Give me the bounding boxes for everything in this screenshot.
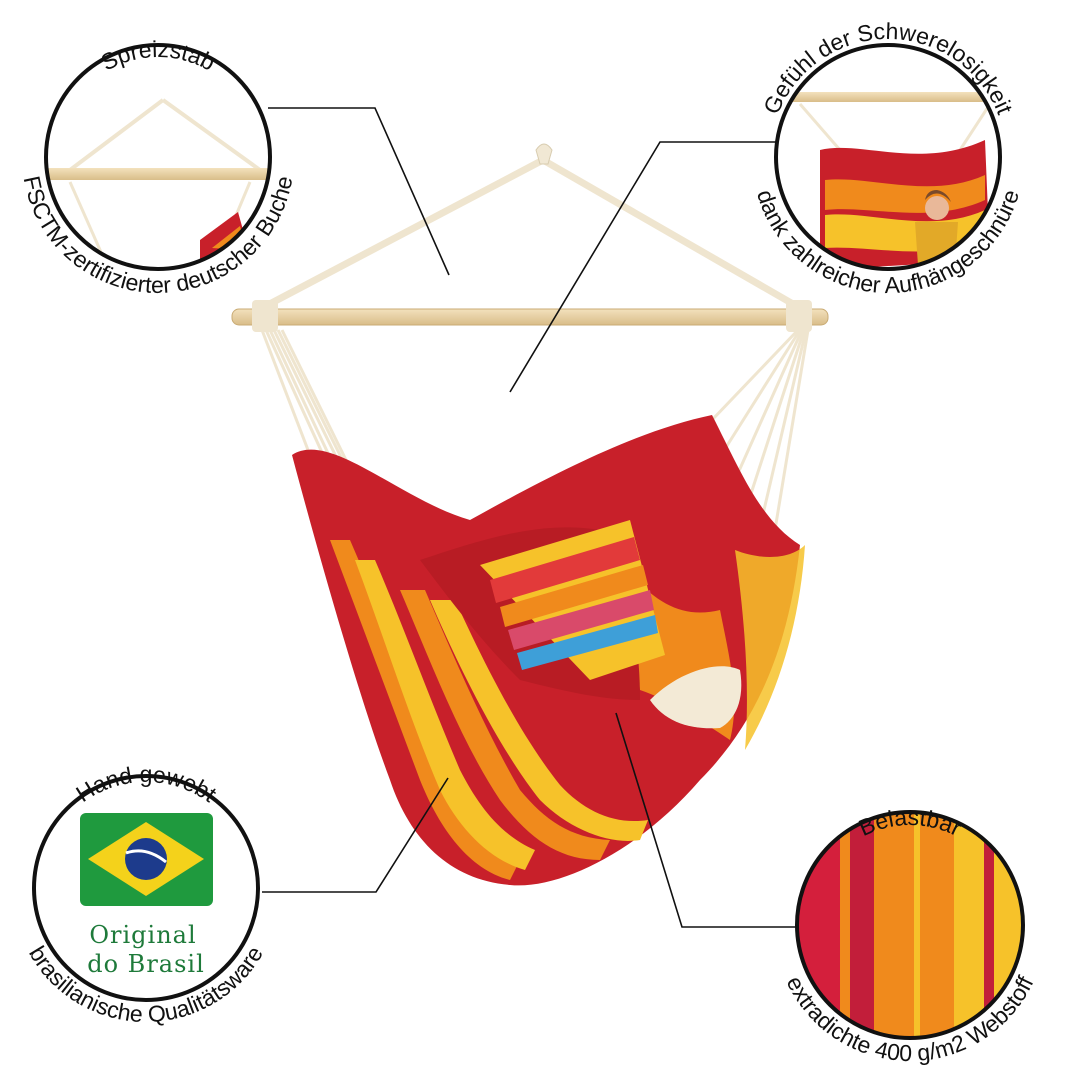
suspension-ropes xyxy=(260,143,802,312)
callout-title-handwoven: Hand gewebt xyxy=(71,761,222,807)
leader-weightless xyxy=(509,141,778,393)
callout-ring-weightless xyxy=(774,43,1002,271)
leader-handwoven xyxy=(262,777,449,893)
pillow xyxy=(480,520,665,680)
fabric-closeup-photo xyxy=(797,812,1023,1038)
leader-durable xyxy=(615,712,800,928)
spreader-bar-photo xyxy=(46,45,270,269)
callout-weightless: Gefühl der Schwerelosigkeit dank zahlrei… xyxy=(752,18,1024,298)
person-in-hammock-photo xyxy=(776,45,1000,269)
do-brasil-label: do Brasil xyxy=(87,950,205,978)
leader-spreader xyxy=(268,107,450,276)
spreader-bar xyxy=(231,300,829,332)
callout-durable: Belastbar extradichte 400 g/m2 Webstoff xyxy=(782,804,1039,1066)
callout-ring-handwoven xyxy=(32,774,260,1002)
original-label: Original xyxy=(89,921,196,949)
callout-ring-spreader xyxy=(44,43,272,271)
hanging-chair-hammock-photo xyxy=(231,143,829,886)
hammock-fabric xyxy=(292,415,805,886)
brazil-flag-icon xyxy=(80,813,213,906)
callout-spreader: Spreizstab FSCTM-zertifizierter deutsche… xyxy=(19,36,298,298)
callout-ring-durable xyxy=(795,810,1025,1040)
leader-lines xyxy=(262,107,800,928)
callout-handwoven: Original do Brasil Hand gewebt brasilian… xyxy=(24,761,268,1027)
